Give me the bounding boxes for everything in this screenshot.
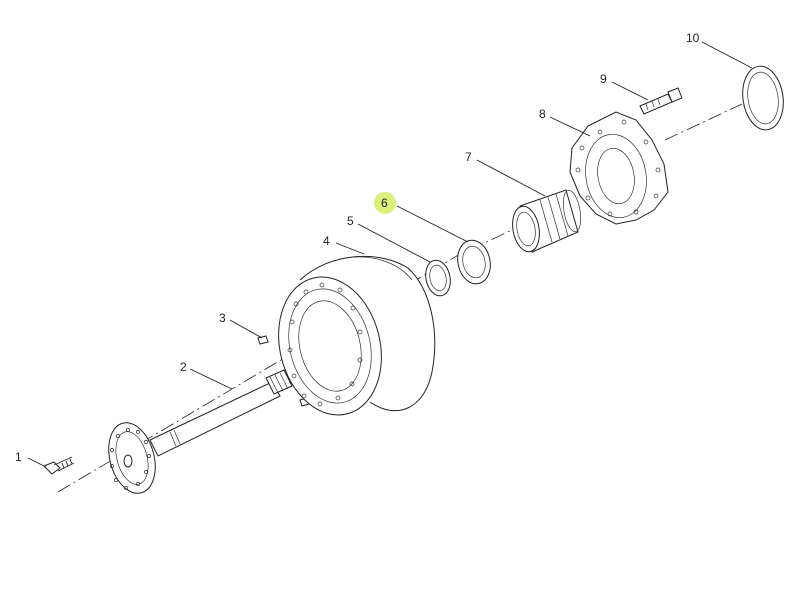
callout-2: 2	[180, 360, 187, 374]
part-2-axle-shaft	[108, 369, 293, 494]
callout-7: 7	[465, 150, 472, 164]
callout-9: 9	[600, 72, 607, 86]
leader-lines	[27, 41, 753, 468]
part-5-nut	[425, 259, 451, 297]
callout-labels: 1 2 3 4 5 6 7 8 9 10	[15, 31, 700, 464]
part-9-stud	[639, 87, 683, 115]
part-10-ring	[742, 65, 784, 131]
callout-5: 5	[347, 214, 354, 228]
part-8-hub	[569, 111, 669, 225]
callout-6: 6	[381, 196, 388, 210]
callout-3: 3	[219, 311, 226, 325]
callout-1: 1	[15, 450, 22, 464]
callout-8: 8	[539, 107, 546, 121]
part-6-washer	[457, 239, 491, 285]
part-4-brake-drum	[278, 255, 436, 416]
callout-4: 4	[323, 234, 330, 248]
part-7-bearing	[512, 189, 582, 253]
callout-10: 10	[686, 31, 700, 45]
callout-highlight	[374, 192, 396, 214]
part-1-bolt	[43, 456, 75, 475]
